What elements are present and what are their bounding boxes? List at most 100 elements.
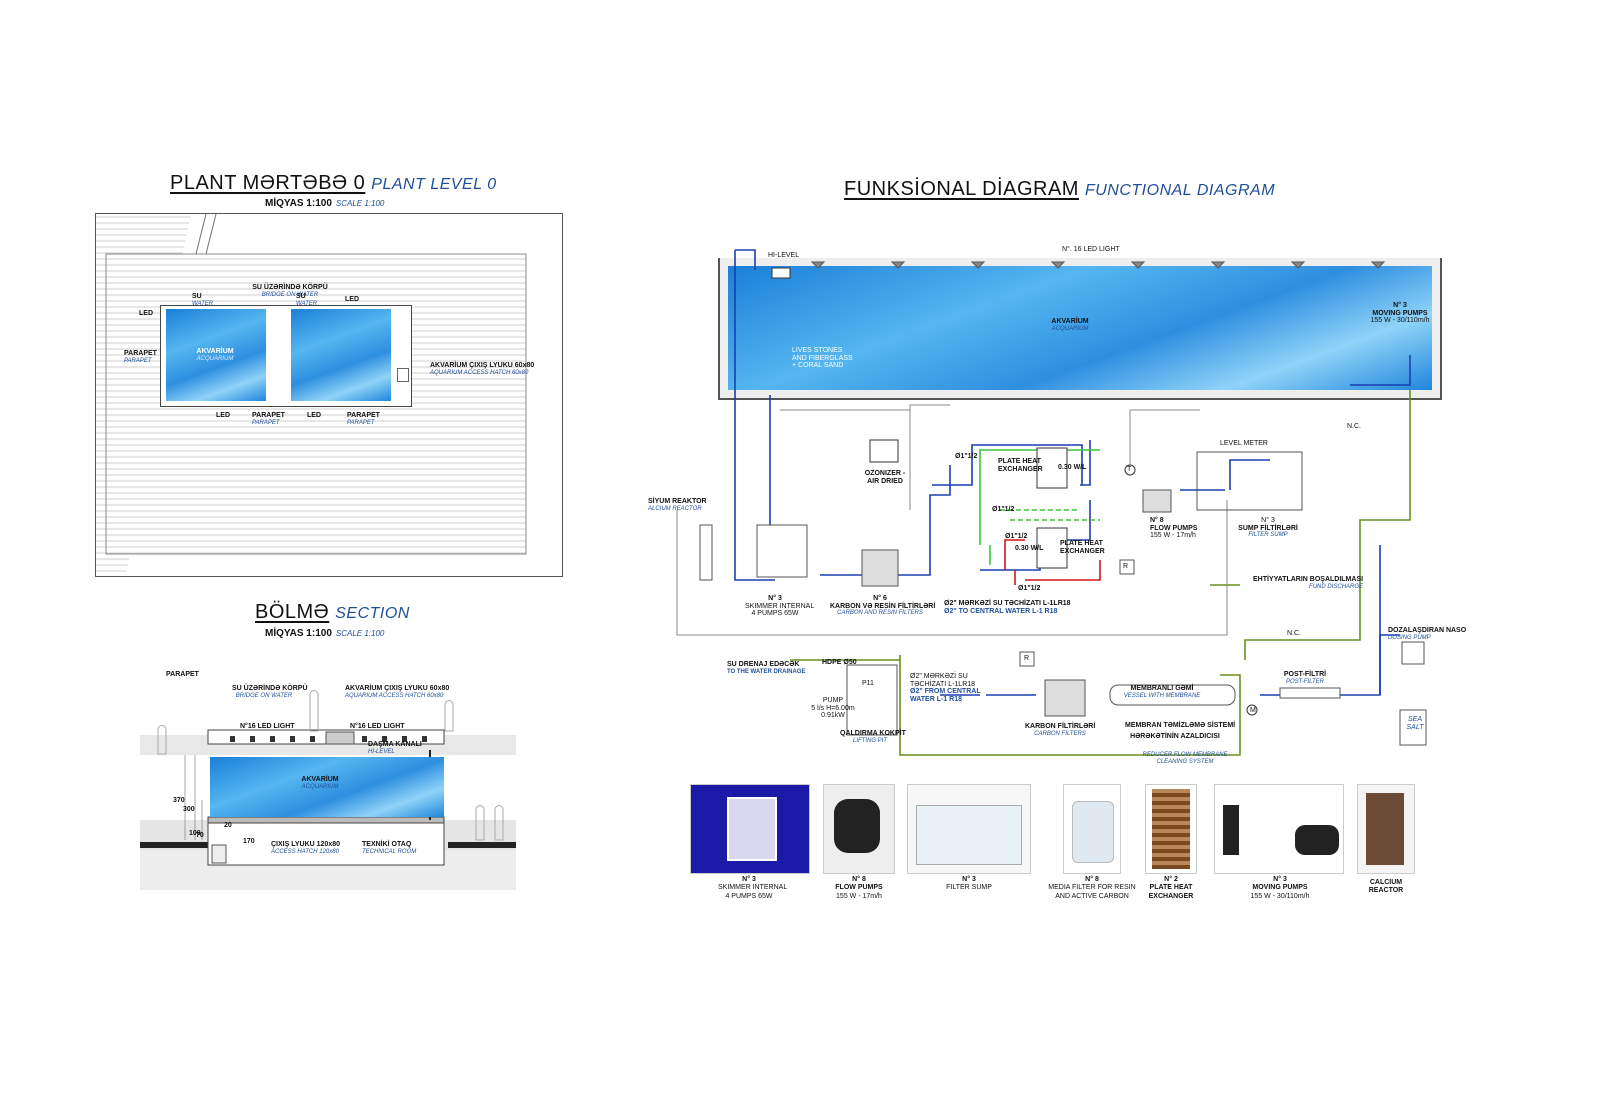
diagram-carbon6-box bbox=[861, 549, 899, 587]
plant-bridge-en: BRIDGE ON WATER bbox=[261, 291, 319, 298]
diagram-flow: N° 8 FLOW PUMPS 155 W - 17m/h bbox=[1150, 517, 1197, 540]
section-akvarium-en: ACQUARIUM bbox=[301, 783, 339, 790]
diagram-m-circle bbox=[1246, 704, 1258, 716]
plant-su-text: SU bbox=[192, 293, 202, 300]
diagram-flow-1: N° 8 bbox=[1150, 517, 1164, 524]
diagram-lamps bbox=[810, 261, 1386, 269]
photo-caption-3-l2: MEDIA FILTER FOR RESIN bbox=[1048, 884, 1136, 892]
photo-caption-5-l3: 155 W - 30/110m/h bbox=[1250, 892, 1310, 900]
diagram-sump: N° 3 SUMP FİLTİRLƏRİ FILTER SUMP bbox=[1233, 517, 1303, 539]
plant-led-tr: LED bbox=[345, 296, 359, 303]
photo-caption-2-l2: FILTER SUMP bbox=[946, 884, 992, 892]
diagram-carbonf-box bbox=[1044, 679, 1086, 717]
movingpump-controller bbox=[1223, 805, 1239, 855]
diagram-t: T bbox=[1127, 466, 1132, 473]
diagram-akvarium-en: ACQUARIUM bbox=[1051, 325, 1089, 332]
diagram-phe1: PLATE HEAT EXCHANGER bbox=[998, 458, 1043, 473]
photo-caption-0-l1: N° 3 bbox=[742, 876, 756, 883]
diagram-nc-2: N.C. bbox=[1287, 630, 1301, 637]
section-scale-en: SCALE 1:100 bbox=[335, 629, 385, 638]
plant-parapet-en-2: PARAPET bbox=[252, 419, 280, 426]
diagram-flow-2: FLOW PUMPS bbox=[1150, 524, 1198, 532]
diagram-skimmer-1: N° 3 bbox=[768, 595, 782, 602]
photo-skimmer bbox=[690, 784, 810, 874]
photo-caption-3-l1: N° 8 bbox=[1085, 876, 1099, 883]
diagram-drain-text: SU DRENAJ EDƏCƏK bbox=[727, 661, 800, 668]
diagram-clean-1: MEMBRAN TƏMİZLƏMƏ SİSTEMİ bbox=[1125, 722, 1236, 729]
diagram-liftpit-box bbox=[846, 664, 898, 736]
diagram-nc: N.C. bbox=[1347, 423, 1361, 430]
photo-caption-1-l3: 155 W - 17m/h bbox=[836, 892, 882, 900]
diagram-calcium-en: ALCIUM REACTOR bbox=[648, 505, 702, 512]
diagram-moving-1: N° 3 bbox=[1393, 302, 1407, 309]
photo-heatexchanger bbox=[1145, 784, 1197, 874]
sump-graphic bbox=[916, 805, 1022, 865]
diagram-moving: N° 3 MOVING PUMPS 155 W - 30/110m/h bbox=[1360, 302, 1440, 325]
section-bridge bbox=[325, 731, 355, 745]
diagram-skimmer: N° 3 SKIMMER INTERNAL 4 PUMPS 65W bbox=[745, 595, 815, 618]
diagram-membrane-box bbox=[1109, 684, 1236, 706]
plant-scale-text: MİQYAS 1:100 bbox=[265, 198, 332, 209]
diagram-moving-2: MOVING PUMPS bbox=[1372, 309, 1428, 317]
photo-caption-5-l1: N° 3 bbox=[1273, 876, 1287, 883]
photo-caption-6-l1: CALCIUM bbox=[1369, 879, 1403, 886]
diagram-ozonizer-2: AIR DRIED bbox=[867, 477, 903, 485]
diagram-sump-box bbox=[1196, 451, 1303, 511]
diagram-carbon6-en: CARBON AND RESIN FILTERS bbox=[837, 610, 923, 617]
diagram-wl2: 0.30 W/L bbox=[1015, 545, 1044, 552]
diagram-carbon6-1: N° 6 bbox=[873, 595, 887, 602]
photo-calcium bbox=[1357, 784, 1415, 874]
diagram-fund-en: FUND DISCHARGE bbox=[1309, 583, 1364, 590]
diagram-clean-2: HƏRƏKƏTİNİN AZALDICISI bbox=[1130, 732, 1220, 740]
plant-su-text-2: SU bbox=[296, 293, 306, 300]
section-dim-20: 20 bbox=[224, 822, 232, 829]
section-overflow-en: HI-LEVEL bbox=[368, 748, 395, 755]
diagram-calcium-text: SİYUM REAKTOR bbox=[648, 498, 707, 505]
diagram-membrane-text: MEMBRANLI GƏMİ bbox=[1130, 685, 1194, 692]
diagram-seasalt: SEA SALT bbox=[1403, 716, 1427, 731]
diagram-skimmer-3: 4 PUMPS 65W bbox=[751, 610, 799, 618]
diagram-title-main: FUNKSİONAL DİAGRAM bbox=[844, 178, 1079, 200]
diagram-phe2-box bbox=[1036, 527, 1068, 569]
diagram-title-en: FUNCTIONAL DIAGRAM bbox=[1084, 182, 1276, 199]
diagram-stones: LIVES STONES AND FIBERGLASS + CORAL SAND bbox=[792, 347, 853, 370]
plant-water-text-2: WATER bbox=[296, 300, 318, 307]
diagram-r: R bbox=[1123, 563, 1129, 570]
diagram-ozonizer: OZONIZER - AIR DRIED bbox=[860, 470, 910, 485]
photo-caption-4-l3: EXCHANGER bbox=[1148, 892, 1194, 900]
diagram-d4: Ø1"1/2 bbox=[1018, 585, 1041, 592]
diagram-seasalt-box bbox=[1399, 709, 1427, 746]
plant-led-br: LED bbox=[307, 412, 321, 419]
plant-parapet-text-2: PARAPET bbox=[252, 412, 285, 419]
section-tech-text: TEXNİKİ OTAQ bbox=[362, 841, 412, 848]
section-water bbox=[210, 757, 444, 817]
diagram-sump-1: N° 3 bbox=[1261, 517, 1275, 524]
diagram-pump-1: PUMP bbox=[822, 697, 844, 704]
plant-parapet-en-3: PARAPET bbox=[347, 419, 375, 426]
diagram-skimmer-2: SKIMMER INTERNAL bbox=[745, 602, 815, 610]
section-pump-pit bbox=[211, 844, 227, 864]
diagram-flowpump-box bbox=[1142, 489, 1172, 513]
